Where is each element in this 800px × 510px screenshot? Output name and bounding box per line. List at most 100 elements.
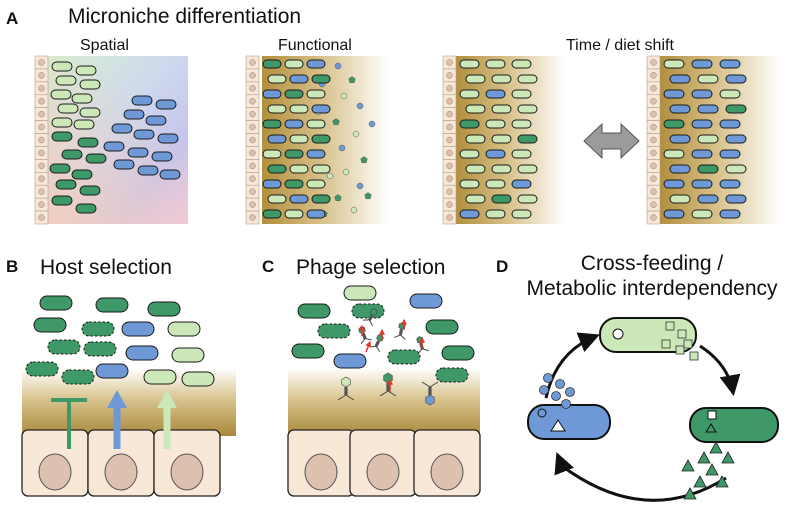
triangle-metabolite bbox=[681, 459, 695, 472]
bacterium bbox=[725, 74, 747, 84]
phage-leg bbox=[369, 319, 373, 326]
bacterium bbox=[663, 59, 685, 69]
bacterium bbox=[663, 119, 685, 129]
bacterium bbox=[123, 109, 145, 120]
bacterium bbox=[111, 123, 133, 134]
bacterium bbox=[61, 369, 95, 385]
cell-nucleus bbox=[38, 59, 45, 66]
bacterium bbox=[306, 149, 326, 159]
bacterium bbox=[289, 74, 309, 84]
bacterium bbox=[262, 179, 282, 189]
bacterium bbox=[289, 134, 309, 144]
bacterium bbox=[157, 133, 179, 144]
bacterium bbox=[267, 104, 287, 114]
metabolite-pentagon bbox=[360, 156, 368, 164]
cell-nucleus bbox=[650, 136, 657, 144]
triangle-metabolites bbox=[681, 441, 735, 500]
bacterium bbox=[262, 209, 282, 219]
bacterium bbox=[311, 104, 331, 114]
bacterium bbox=[465, 134, 486, 144]
bacterium bbox=[317, 323, 351, 339]
bacterium bbox=[511, 89, 532, 99]
bacterium bbox=[511, 59, 532, 69]
cell-nucleus bbox=[446, 97, 453, 105]
bacterium bbox=[725, 194, 747, 204]
panel-d-title-line2: Metabolic interdependency bbox=[527, 277, 778, 300]
circle-metabolite bbox=[561, 399, 571, 409]
bacterium bbox=[171, 347, 205, 363]
functional-bacteria bbox=[262, 59, 331, 219]
light-green-promotion-arrow bbox=[157, 390, 177, 449]
bacterium bbox=[121, 321, 155, 337]
cell-nucleus bbox=[38, 453, 72, 491]
bacterium bbox=[71, 169, 93, 180]
phage-leg bbox=[421, 381, 431, 388]
cell-nucleus bbox=[430, 453, 464, 491]
cell-nucleus bbox=[446, 85, 453, 92]
bacterium bbox=[485, 119, 506, 129]
bacterium bbox=[459, 119, 480, 129]
dark-green-bacterium bbox=[689, 407, 779, 443]
bacterium bbox=[491, 194, 512, 204]
square-metabolite bbox=[683, 339, 693, 349]
cycle-arrow-bottom bbox=[554, 452, 727, 502]
bacterium bbox=[491, 164, 512, 174]
bacterium bbox=[491, 104, 512, 114]
phage-icon bbox=[362, 308, 378, 326]
bacterium bbox=[83, 341, 117, 357]
bacterium bbox=[51, 195, 73, 206]
bacterium bbox=[81, 321, 115, 337]
cell-nucleus bbox=[366, 453, 400, 491]
phage-leg bbox=[337, 394, 347, 401]
square-metabolite bbox=[689, 351, 699, 361]
bacterium bbox=[459, 89, 480, 99]
cell-nucleus bbox=[249, 188, 256, 195]
phage-tail bbox=[344, 387, 348, 395]
cell-nucleus bbox=[38, 214, 45, 221]
panel-b-letter: B bbox=[6, 257, 18, 276]
square-metabolite bbox=[677, 329, 687, 339]
metabolite-circle bbox=[338, 144, 346, 152]
bacterium bbox=[517, 104, 538, 114]
cell-nucleus bbox=[650, 149, 657, 157]
phage-leg bbox=[365, 338, 372, 341]
metabolite-circle bbox=[368, 120, 376, 128]
cell-nucleus bbox=[650, 123, 657, 131]
bacterium bbox=[669, 104, 691, 114]
bacterium bbox=[485, 209, 506, 219]
metabolite-circle bbox=[352, 130, 360, 138]
cell-nucleus bbox=[249, 123, 256, 131]
phage-selection-bacteria bbox=[291, 285, 475, 383]
bacterium bbox=[465, 164, 486, 174]
bacterium bbox=[284, 89, 304, 99]
cell-nucleus bbox=[38, 188, 45, 195]
bacterium bbox=[669, 74, 691, 84]
phage-icon bbox=[394, 322, 406, 340]
square-metabolites bbox=[661, 321, 699, 361]
bacterium bbox=[79, 185, 101, 196]
cell-nucleus bbox=[38, 175, 45, 183]
cell-nucleus bbox=[650, 85, 657, 92]
bacterium bbox=[697, 74, 719, 84]
bacterium bbox=[131, 95, 153, 106]
bacterium bbox=[51, 117, 73, 128]
panel-d-letter: D bbox=[496, 257, 508, 276]
cell-nucleus bbox=[650, 97, 657, 105]
bacterium bbox=[719, 89, 741, 99]
cell-nucleus bbox=[446, 110, 453, 118]
phage-release-arrow bbox=[365, 340, 372, 353]
time-state-2-bacteria bbox=[663, 59, 747, 219]
bacterium bbox=[485, 149, 506, 159]
metabolite-pentagon bbox=[332, 118, 340, 126]
bacterium bbox=[725, 134, 747, 144]
cell-nucleus bbox=[650, 201, 657, 208]
bacterium bbox=[491, 134, 512, 144]
bacterium bbox=[719, 179, 741, 189]
bacterium bbox=[669, 194, 691, 204]
cell-nucleus bbox=[446, 188, 453, 195]
blue-bacterium bbox=[527, 404, 611, 440]
bacterium bbox=[441, 345, 475, 361]
bacterium bbox=[697, 194, 719, 204]
panel-a-title: Microniche differentiation bbox=[68, 5, 301, 28]
